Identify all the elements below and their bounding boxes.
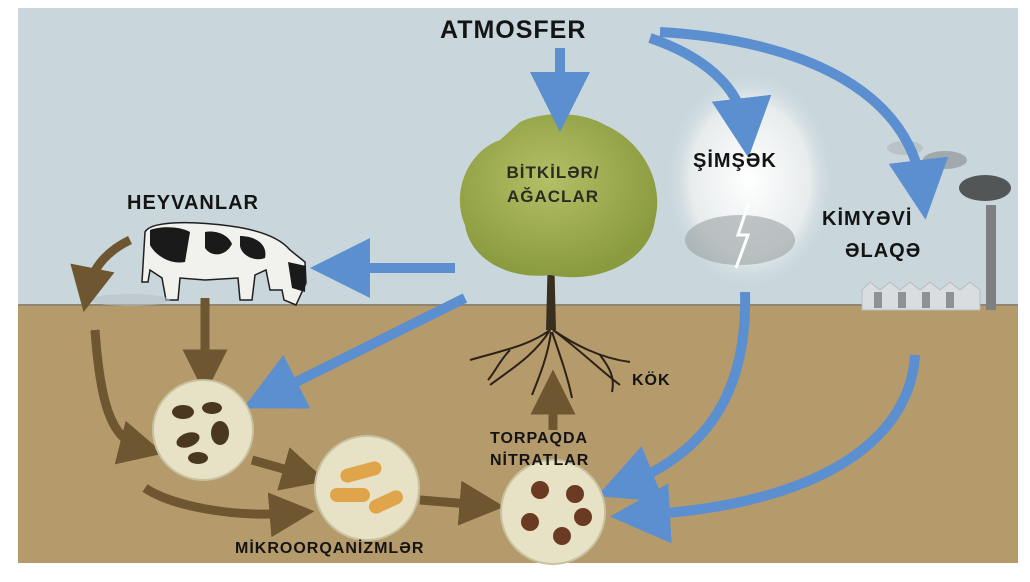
arrow-microorganisms-to-nitrates (420, 500, 482, 505)
label-root: KÖK (632, 372, 671, 390)
microorganism-circle (315, 436, 419, 540)
label-animals: HEYVANLAR (127, 192, 259, 215)
label-chemical-bond-line1: KİMYƏVİ (822, 208, 912, 231)
label-plants-line2: AĞACLAR (488, 186, 618, 208)
nitrate-circle (501, 460, 605, 564)
lightning-cloud (665, 70, 835, 290)
label-chemical-bond-line2: ƏLAQƏ (845, 240, 921, 263)
decomposer-circle (153, 380, 253, 480)
label-soil-nitrates-line2: NİTRATLAR (490, 452, 589, 470)
label-plants-line1: BİTKİLƏR/ (488, 162, 618, 184)
label-atmosphere: ATMOSFER (440, 16, 586, 45)
smoke (959, 175, 1011, 201)
label-soil-nitrates-line1: TORPAQDA (490, 430, 588, 448)
label-microorganisms: MİKROORQANİZMLƏR (235, 540, 424, 558)
label-lightning: ŞİMŞƏK (693, 150, 777, 173)
chimney (986, 205, 996, 310)
